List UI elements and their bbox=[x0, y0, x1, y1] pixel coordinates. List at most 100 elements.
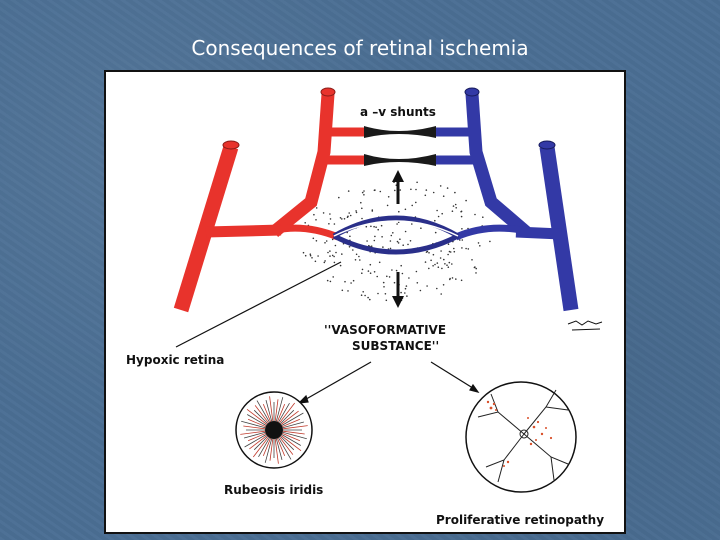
stipple-dot bbox=[367, 270, 370, 272]
stipple-dot bbox=[362, 291, 365, 293]
stipple-dot bbox=[341, 289, 344, 292]
stipple-dot bbox=[467, 248, 470, 250]
stipple-dot bbox=[352, 249, 354, 251]
stipple-dot bbox=[461, 228, 463, 230]
iris-vessel bbox=[269, 438, 274, 461]
stipple-dot bbox=[359, 259, 361, 261]
stipple-dot bbox=[459, 239, 461, 241]
stipple-dot bbox=[436, 209, 438, 212]
stipple-dot bbox=[315, 207, 318, 209]
stipple-dot bbox=[424, 194, 427, 197]
stipple-dot bbox=[474, 266, 476, 268]
stipple-dot bbox=[382, 281, 385, 284]
stipple-dot bbox=[346, 216, 349, 218]
stipple-dot bbox=[475, 267, 478, 270]
stipple-dot bbox=[389, 240, 392, 242]
stipple-dot bbox=[406, 295, 408, 297]
stipple-dot bbox=[313, 213, 315, 216]
stipple-dot bbox=[455, 207, 458, 209]
diagram-svg: a –v shunts ''VASOFORMATIVE SUBSTANCE'' … bbox=[126, 87, 604, 527]
stipple-dot bbox=[397, 242, 400, 244]
downward-arrow bbox=[392, 272, 404, 308]
iris-vessel bbox=[253, 436, 268, 451]
stipple-dot bbox=[394, 189, 396, 192]
stipple-dot bbox=[392, 232, 394, 234]
stipple-dot bbox=[329, 218, 332, 220]
iris-vessel bbox=[280, 410, 299, 425]
iris-vessel bbox=[274, 438, 279, 464]
iris-vessel bbox=[240, 430, 266, 435]
stipple-dot bbox=[474, 213, 476, 216]
stipple-dot bbox=[312, 237, 315, 240]
stipple-dot bbox=[360, 201, 362, 204]
stipple-dot bbox=[411, 223, 413, 225]
stipple-dot bbox=[444, 263, 446, 265]
stipple-dot bbox=[341, 218, 343, 220]
iris-vessel bbox=[243, 425, 266, 430]
stipple-dot bbox=[381, 236, 383, 238]
stipple-dot bbox=[428, 267, 430, 270]
stipple-dot bbox=[361, 272, 363, 274]
stipple-dot bbox=[346, 231, 348, 234]
stipple-dot bbox=[437, 266, 440, 268]
stipple-dot bbox=[377, 228, 380, 231]
stipple-dot bbox=[385, 299, 388, 302]
stipple-dot bbox=[446, 264, 448, 266]
stipple-dot bbox=[399, 189, 402, 191]
stipple-dot bbox=[352, 279, 355, 282]
stipple-dot bbox=[399, 238, 401, 240]
stipple-dot bbox=[373, 225, 375, 228]
stipple-dot bbox=[323, 261, 326, 264]
iris-vessel bbox=[258, 437, 270, 458]
stipple-dot bbox=[331, 254, 334, 257]
iris-vessel bbox=[256, 400, 270, 423]
stipple-dot bbox=[338, 196, 340, 199]
stipple-dot bbox=[453, 250, 456, 253]
iris-vessel bbox=[282, 430, 305, 435]
pointer-lines bbox=[175, 261, 480, 404]
stipple-dot bbox=[333, 223, 336, 225]
stipple-dot bbox=[479, 245, 481, 247]
vasoformative-label-line2: SUBSTANCE'' bbox=[352, 339, 439, 353]
stipple-dot bbox=[451, 263, 453, 265]
stipple-dot bbox=[335, 251, 337, 254]
artery-network bbox=[173, 87, 368, 313]
stipple-dot bbox=[328, 223, 330, 225]
stipple-dot bbox=[404, 230, 407, 233]
stipple-dot bbox=[436, 287, 438, 290]
stipple-dot bbox=[460, 279, 463, 282]
stipple-dot bbox=[477, 242, 480, 244]
stipple-dot bbox=[374, 235, 376, 238]
stipple-dot bbox=[314, 260, 317, 263]
stipple-dot bbox=[420, 227, 422, 229]
upward-arrow bbox=[392, 170, 404, 204]
stipple-dot bbox=[377, 292, 379, 295]
stipple-dot bbox=[430, 259, 432, 262]
stipple-dot bbox=[370, 245, 373, 247]
stipple-dot bbox=[426, 285, 428, 287]
stipple-dot bbox=[408, 277, 410, 279]
vein-network bbox=[431, 87, 579, 312]
stipple-dot bbox=[419, 289, 422, 292]
pupil bbox=[265, 421, 283, 439]
stipple-dot bbox=[325, 240, 328, 242]
iris-vessel bbox=[277, 438, 286, 457]
stipple-dot bbox=[384, 293, 387, 295]
stipple-dot bbox=[398, 210, 400, 213]
stipple-dot bbox=[329, 280, 332, 283]
stipple-dot bbox=[369, 298, 371, 301]
iris-vessel bbox=[243, 431, 266, 439]
stipple-dot bbox=[393, 281, 396, 284]
stipple-dot bbox=[317, 255, 319, 257]
iris-vessel bbox=[279, 436, 294, 455]
stipple-dot bbox=[436, 262, 439, 264]
retinopathy-label: Proliferative retinopathy bbox=[436, 513, 604, 527]
iris-vessel bbox=[249, 435, 268, 450]
stipple-dot bbox=[409, 240, 412, 242]
iris-vessel bbox=[278, 402, 290, 423]
stipple-dot bbox=[302, 251, 305, 254]
stipple-dot bbox=[439, 185, 442, 187]
stipple-dot bbox=[361, 207, 363, 210]
rubeosis-label: Rubeosis iridis bbox=[224, 483, 323, 497]
stipple-dot bbox=[333, 255, 335, 258]
